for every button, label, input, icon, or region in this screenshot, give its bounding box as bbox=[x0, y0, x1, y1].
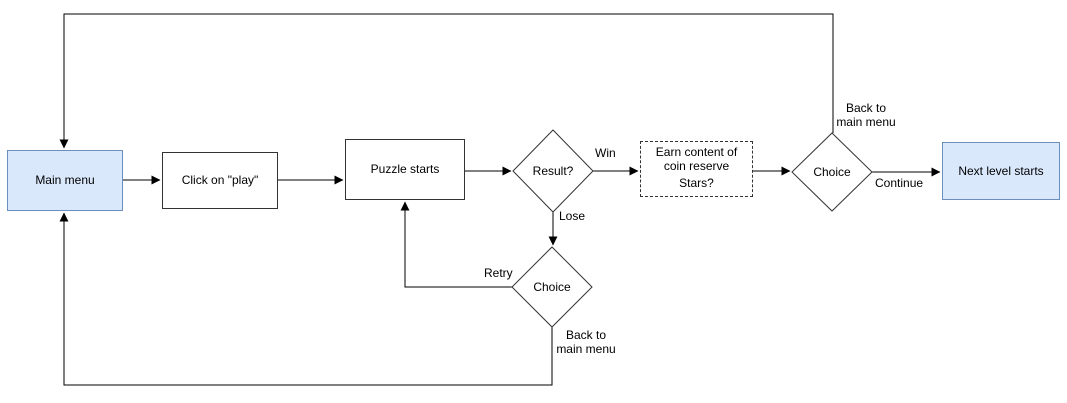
node-main-menu: Main menu bbox=[7, 150, 123, 211]
diamond-result bbox=[512, 129, 594, 213]
node-reward: Earn content of coin reserve Stars? bbox=[640, 141, 753, 197]
connector-choicelose-to-puzzle bbox=[400, 201, 512, 288]
node-reward-line1: Earn content of coin reserve bbox=[655, 145, 738, 174]
edge-label-win: Win bbox=[595, 146, 616, 160]
node-click-play-label: Click on "play" bbox=[181, 173, 259, 188]
diamond-choice-lose bbox=[511, 246, 593, 328]
edge-label-retry: Retry bbox=[484, 266, 513, 280]
node-click-play: Click on "play" bbox=[162, 152, 278, 209]
edge-label-continue: Continue bbox=[875, 176, 924, 190]
node-reward-line2: Stars? bbox=[679, 175, 714, 190]
connector-choicelose-to-mainmenu bbox=[59, 212, 553, 386]
diamond-result-label: Result? bbox=[532, 164, 574, 178]
node-puzzle-starts-label: Puzzle starts bbox=[370, 162, 440, 177]
node-main-menu-label: Main menu bbox=[35, 173, 95, 188]
diamond-choice-win-label: Choice bbox=[813, 165, 851, 179]
edge-label-lose: Lose bbox=[559, 209, 586, 223]
connector-choicewin-to-mainmenu bbox=[59, 13, 834, 149]
node-next-level: Next level starts bbox=[942, 142, 1060, 200]
node-puzzle-starts: Puzzle starts bbox=[345, 139, 465, 200]
edge-label-back-to-main-menu-bottom: Back to main menu bbox=[556, 328, 616, 356]
edge-label-back-to-main-menu-top: Back to main menu bbox=[836, 101, 896, 129]
diamond-choice-win bbox=[791, 132, 873, 212]
diamond-choice-lose-label: Choice bbox=[533, 280, 571, 294]
node-next-level-label: Next level starts bbox=[958, 163, 1044, 178]
